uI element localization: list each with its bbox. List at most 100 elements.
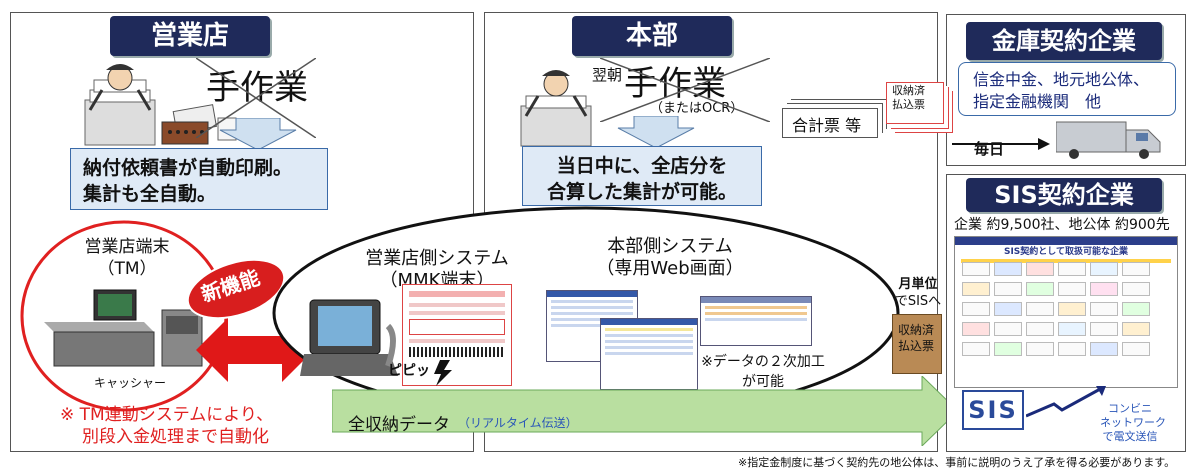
sis-logo-text: SIS [968,396,1018,424]
secondary-note-line: が可能 [742,374,784,390]
receipt-stamp-line: 収納済 [892,84,925,97]
company-logo [1090,322,1118,336]
receipt-stamp-line: 払込票 [892,98,925,111]
company-logo [1122,302,1150,316]
stressed-worker-icon [84,64,237,146]
next-morning-label: 翌朝 [592,66,623,84]
company-logo [1058,322,1086,336]
branch-note-line: 別段入金処理まで自動化 [82,427,269,447]
secondary-note-line: ※データの２次加工 [701,354,825,370]
branch-result-box: 納付依頼書が自動印刷。 集計も全自動。 [70,148,328,210]
branch-note: ※ TM連動システムにより、 別段入金処理まで自動化 [60,404,273,448]
company-logo [962,342,990,356]
company-logo [1026,282,1054,296]
beep-label: ピピッ [388,363,430,379]
daily-arrow [952,138,1050,150]
branch-result-line: 集計も全自動。 [83,183,217,205]
vault-members-box: 信金中金、地元地公体、 指定金融機関 他 [958,62,1176,116]
convenience-note: コンビニ ネットワーク で電文送信 [1100,402,1166,444]
company-logo [1026,322,1054,336]
web-screen-thumbnail [700,296,812,346]
cardboard-box [892,314,942,374]
company-logo [994,262,1022,276]
hq-result-line: 当日中に、全店分を [556,155,728,177]
network-lightning-icon [1026,386,1106,418]
terminal-label: 営業店端末 （TM） [72,236,182,280]
mmk-terminal-icon [300,299,398,376]
company-logo [994,302,1022,316]
hq-title: 本部 [572,16,732,56]
company-logo [1058,262,1086,276]
cross-out-mark [196,58,316,138]
hq-system-line: 本部側システム [607,236,733,257]
web-screen-thumbnail [600,318,698,390]
cross-out-mark [600,58,770,122]
box-label: 収納済 払込票 [894,322,938,354]
company-logo [1058,282,1086,296]
hq-system-label: 本部側システム （専用Web画面） [590,236,750,280]
or-ocr-label: （またはOCR） [650,101,744,116]
convenience-line: ネットワーク [1100,416,1166,429]
daily-label: 毎日 [974,140,1005,158]
company-logo [1090,342,1118,356]
company-logo [1090,302,1118,316]
lightning-icon [434,360,452,386]
payment-slip-image [402,284,512,386]
company-logo [1122,342,1150,356]
terminal-label-line: 営業店端末 [84,237,170,257]
company-logo [1090,282,1118,296]
receipt-stamp-label: 収納済 払込票 [892,84,925,112]
box-label-line: 払込票 [897,339,934,353]
company-logo [1122,282,1150,296]
monthly-line: 月単位 [898,277,938,292]
sis-counts: 企業 約9,500社、地公体 約900先 [954,217,1170,233]
company-logo [994,282,1022,296]
company-logo [1026,262,1054,276]
company-logo [1058,342,1086,356]
vault-members-line: 指定金融機関 他 [973,92,1102,111]
company-logo [962,302,990,316]
branch-note-line: ※ TM連動システムにより、 [60,405,274,425]
web-banner: SIS契約として取扱可能な企業 [1003,247,1129,257]
company-logo [994,342,1022,356]
footnote: ※指定金制度に基づく契約先の地公体は、事前に説明のうえ了承を得る必要があります。 [738,456,1176,469]
company-logo [962,262,990,276]
cashier-label: キャッシャー [94,376,167,390]
truck-icon [1056,121,1161,159]
company-logo [1090,262,1118,276]
company-logo [1026,342,1054,356]
receipt-stack [886,82,944,124]
data-flow-arrow [332,376,959,446]
vault-members-line: 信金中金、地元地公体、 [973,70,1150,89]
hq-system-line: （専用Web画面） [596,258,744,279]
all-data-label: 全収納データ [348,415,450,435]
terminal-label-line: （TM） [97,259,157,279]
stressed-worker-icon [520,70,592,147]
totals-slip-label: 合計票 等 [792,116,862,135]
branch-system-line: 営業店側システム [365,248,509,269]
monthly-line: でSISへ [894,294,942,309]
down-arrow-icon [617,116,695,148]
new-feature-badge [186,258,286,320]
company-logo [1122,322,1150,336]
convenience-line: コンビニ [1108,402,1152,415]
company-logo [962,282,990,296]
convenience-line: で電文送信 [1102,430,1158,443]
branch-result-line: 納付依頼書が自動印刷。 [83,157,293,179]
box-label-line: 収納済 [897,323,934,337]
teller-terminal-icon [44,289,203,367]
hq-result-box: 当日中に、全店分を 合算した集計が可能。 [522,146,762,206]
company-logo [1122,262,1150,276]
secondary-note: ※データの２次加工 が可能 [698,352,828,392]
hq-manual-work: 手作業 [624,64,726,104]
monthly-label: 月単位 でSISへ [890,276,946,310]
company-logo [1026,302,1054,316]
vault-title: 金庫契約企業 [966,22,1162,60]
hq-result-line: 合算した集計が可能。 [546,181,737,203]
down-arrow-icon [219,118,297,150]
realtime-label: （リアルタイム伝送） [458,416,578,430]
totals-slip [782,108,878,138]
company-logo [994,322,1022,336]
sis-logo: SIS [962,390,1024,430]
sis-title: SIS契約企業 [966,178,1162,212]
